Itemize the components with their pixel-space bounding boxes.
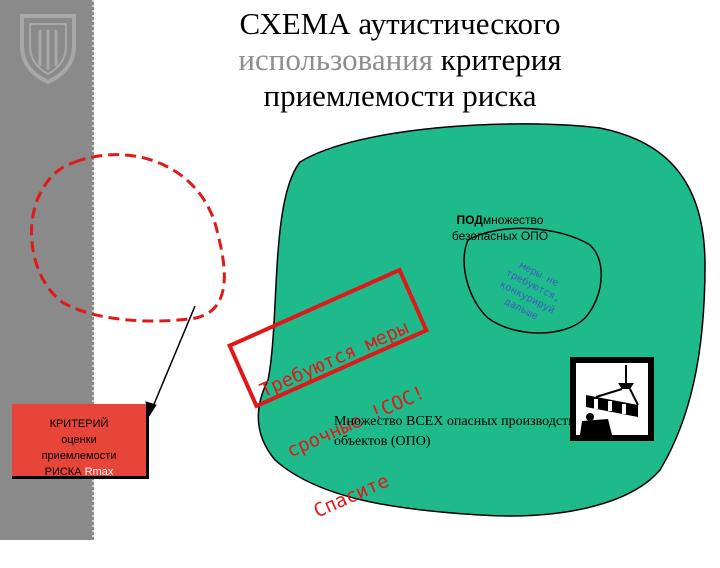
safe-subset-line-2: безопасных ОПО xyxy=(451,229,549,243)
safe-subset-bold: ПОД xyxy=(456,213,483,227)
criterion-line-3: приемлемости xyxy=(41,450,117,462)
criterion-arrow xyxy=(151,305,196,410)
title-line-2-rest: критерия xyxy=(433,42,562,77)
safe-subset-label: ПОДмножество безопасных ОПО xyxy=(420,212,580,244)
title-gray-word: использования xyxy=(238,42,434,77)
risk-criterion-box: КРИТЕРИЙ оценки приемлемости РИСКА Rmax xyxy=(12,404,149,479)
crane-hazard-sign-icon xyxy=(570,357,654,441)
criterion-dashed-boundary xyxy=(30,153,226,323)
safe-subset-rest: множество xyxy=(482,213,544,227)
title-line-1: СХЕМА аутистического xyxy=(239,6,561,41)
criterion-line-2: оценки xyxy=(61,434,97,446)
urgent-line-1: Требуются меры xyxy=(256,316,412,402)
safe-subset-blob xyxy=(463,227,602,334)
criterion-line-1: КРИТЕРИЙ xyxy=(49,418,109,430)
safe-subset-line-1: ПОДмножество xyxy=(420,212,580,228)
title-line-2: использования критерия xyxy=(150,42,650,78)
criterion-risk-word: РИСКА xyxy=(44,466,85,478)
all-objects-label: Множество ВСЕХ опасных производственных … xyxy=(334,414,613,449)
page-title: СХЕМА аутистического использования крите… xyxy=(150,6,650,114)
risk-criterion-text: КРИТЕРИЙ оценки приемлемости РИСКА Rmax xyxy=(12,416,146,480)
title-line-3: приемлемости риска xyxy=(263,78,537,113)
criterion-rmax: Rmax xyxy=(84,466,114,478)
shield-logo-icon xyxy=(20,14,76,85)
criterion-line-4: РИСКА Rmax xyxy=(12,464,146,480)
slide: СХЕМА аутистического использования крите… xyxy=(0,0,706,540)
